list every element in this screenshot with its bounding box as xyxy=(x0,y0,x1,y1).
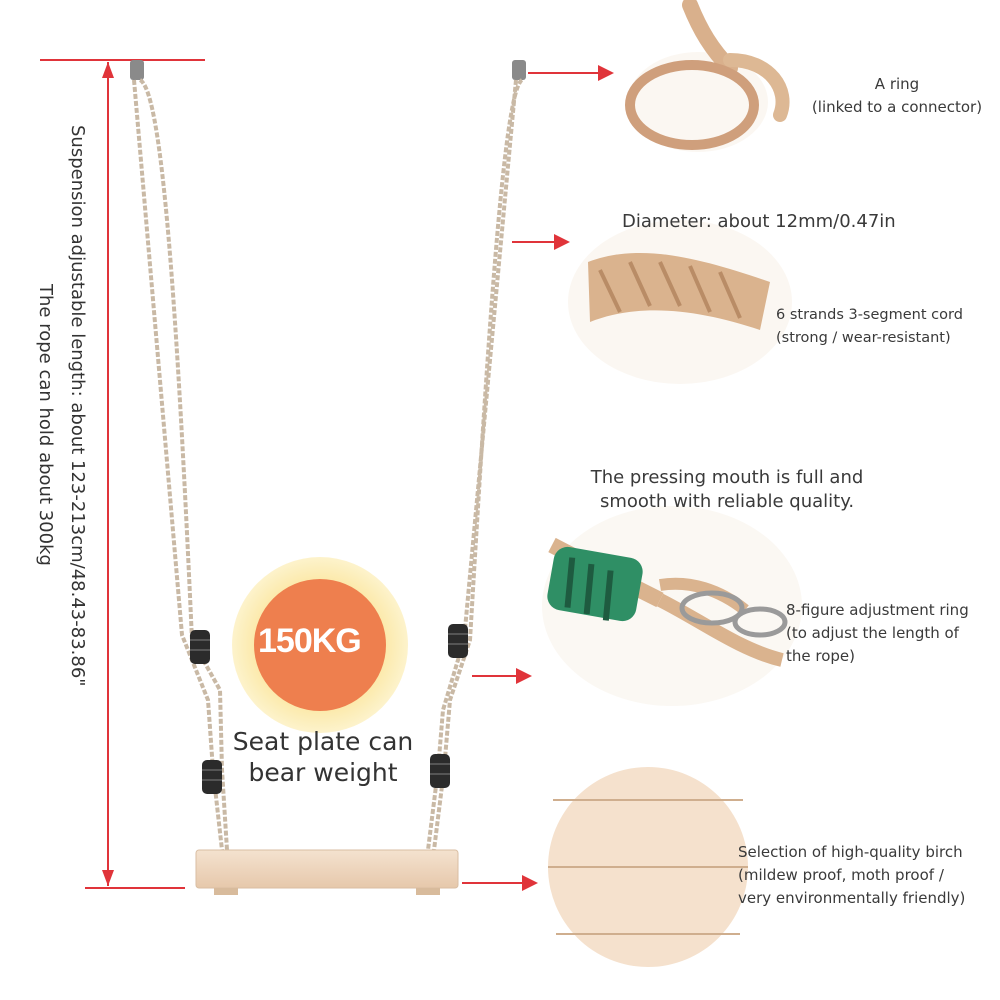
hook-left xyxy=(130,60,144,80)
ring-callout-line2: (linked to a connector) xyxy=(811,98,983,116)
ring-callout-line1: A ring xyxy=(874,75,920,93)
adjust-callout-line2: (to adjust the length of xyxy=(786,624,959,642)
dimension-text-line2: The rope can hold about 300kg xyxy=(35,284,56,566)
seat-caption: Seat plate can bear weight xyxy=(225,726,421,788)
adjuster-right-lower xyxy=(430,754,450,788)
seat-caption-line1: Seat plate can xyxy=(232,727,414,756)
adjustment-detail-image xyxy=(542,506,802,706)
seat-caption-line2: bear weight xyxy=(248,758,398,787)
cord-callout-line1: 6 strands 3-segment cord xyxy=(776,307,963,323)
birch-callout-line3: very environmentally friendly) xyxy=(738,889,966,907)
rope-right xyxy=(426,78,524,851)
ring-callout: A ring (linked to a connector) xyxy=(802,73,992,119)
birch-callout-line1: Selection of high-quality birch xyxy=(738,843,963,861)
dimension-arrow xyxy=(40,59,205,889)
hook-right xyxy=(512,60,526,80)
pressing-callout-line1: The pressing mouth is full and xyxy=(590,467,864,488)
birch-callout: Selection of high-quality birch (mildew … xyxy=(738,841,965,910)
pressing-callout: The pressing mouth is full and smooth wi… xyxy=(568,466,886,514)
cord-closeup-image xyxy=(568,220,792,384)
birch-wood-image xyxy=(548,767,748,967)
adjust-callout-line3: the rope) xyxy=(786,647,856,665)
cord-callout: 6 strands 3-segment cord (strong / wear-… xyxy=(776,304,963,350)
birch-callout-line2: (mildew proof, moth proof / xyxy=(738,866,944,884)
adjuster-right-upper xyxy=(448,624,468,658)
adjust-callout-line1: 8-figure adjustment ring xyxy=(786,601,969,619)
adjust-callout: 8-figure adjustment ring (to adjust the … xyxy=(786,599,969,668)
weight-badge-value: 150KG xyxy=(258,622,362,660)
cord-callout-line2: (strong / wear-resistant) xyxy=(776,330,951,346)
weight-badge xyxy=(232,557,408,733)
pressing-callout-line2: smooth with reliable quality. xyxy=(599,491,855,512)
rope-left xyxy=(132,78,229,851)
adjuster-left-upper xyxy=(190,630,210,664)
diameter-callout-title: Diameter: about 12mm/0.47in xyxy=(622,211,896,232)
dimension-text-line1: Suspension adjustable length: about 123-… xyxy=(67,125,88,687)
ring-detail-image xyxy=(625,0,790,152)
seat-plate xyxy=(195,849,459,895)
adjuster-left-lower xyxy=(202,760,222,794)
